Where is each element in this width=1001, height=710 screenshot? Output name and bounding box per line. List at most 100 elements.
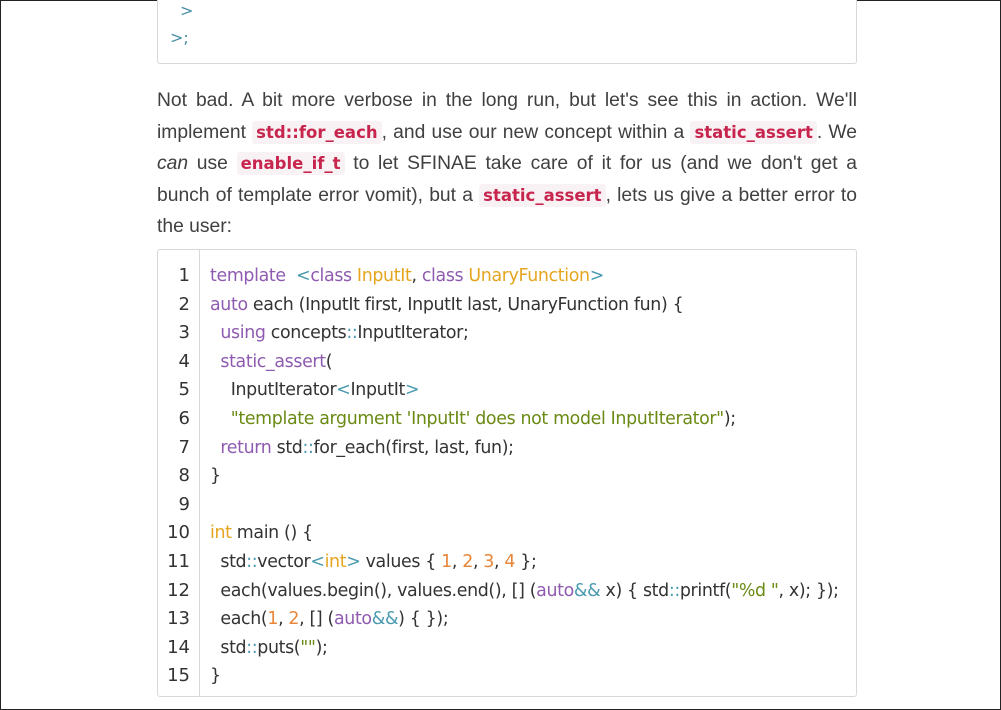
code-line: using concepts::InputIterator; — [210, 319, 856, 348]
code-line: std::vector<int> values { 1, 2, 3, 4 }; — [210, 548, 856, 577]
code-token: int — [324, 551, 347, 572]
code-token: InputIt — [356, 266, 412, 286]
code-token: "template argument 'InputIt' does not mo… — [230, 408, 724, 429]
code-token: , x); }); — [778, 580, 839, 601]
code-token: std — [271, 437, 303, 458]
code-token: auto — [210, 294, 248, 315]
inline-code: enable_if_t — [236, 152, 345, 175]
code-token: return — [220, 437, 272, 458]
code-token: InputIt — [350, 380, 406, 401]
line-number: 15 — [167, 665, 190, 687]
code-token: , — [278, 609, 289, 630]
line-number: 3 — [178, 322, 190, 344]
code-token: int — [210, 523, 232, 544]
code-token: < — [296, 266, 311, 286]
line-number: 2 — [178, 293, 190, 315]
code-token: x) { std — [600, 580, 670, 601]
code-token: InputIterator — [210, 380, 337, 401]
code-token: using — [220, 323, 266, 344]
code-content[interactable]: template <class InputIt, class UnaryFunc… — [200, 250, 856, 696]
line-number: 10 — [167, 522, 190, 544]
code-token: each (InputIt first, InputIt last, Unary… — [247, 294, 684, 315]
code-token: > — [346, 551, 361, 572]
code-token: , — [411, 266, 422, 286]
code-line: > — [180, 1, 194, 20]
code-token: :: — [346, 323, 358, 344]
line-number: 9 — [178, 493, 190, 515]
code-line: each(values.begin(), values.end(), [] (a… — [210, 577, 856, 606]
code-token: each(values.begin(), values.end(), [] ( — [210, 580, 537, 601]
code-line: auto each (InputIt first, InputIt last, … — [210, 291, 856, 320]
line-number: 7 — [178, 436, 190, 458]
code-token: && — [371, 609, 399, 630]
line-number: 8 — [178, 465, 190, 487]
code-token — [210, 409, 231, 429]
code-line: each(1, 2, [] (auto&&) { }); — [210, 605, 856, 634]
code-token: class — [421, 266, 464, 286]
code-token — [286, 266, 296, 286]
code-token: each( — [210, 609, 268, 630]
code-line: } — [210, 662, 856, 691]
code-token: 2 — [462, 551, 473, 572]
code-token: main () { — [231, 523, 313, 544]
code-token: 1 — [441, 551, 452, 572]
code-token: < — [336, 380, 351, 401]
code-line: } — [210, 462, 856, 491]
code-token: template — [210, 266, 286, 286]
code-token: std — [210, 637, 247, 658]
code-token: "" — [300, 637, 316, 658]
code-line: >; — [170, 28, 189, 47]
inline-code: static_assert — [690, 120, 817, 144]
line-number: 11 — [167, 550, 190, 572]
line-number: 5 — [178, 379, 190, 401]
code-token: static_assert — [220, 351, 326, 372]
code-token: 4 — [504, 551, 516, 572]
line-number: 1 — [178, 265, 190, 286]
code-token — [210, 323, 220, 343]
code-token: ); — [315, 637, 328, 658]
code-line: static_assert( — [210, 348, 856, 377]
code-token: } — [210, 666, 221, 687]
inline-code: std::for_each — [252, 120, 382, 144]
code-token: InputIterator; — [357, 323, 469, 344]
code-token: > — [405, 380, 420, 401]
code-token: :: — [302, 437, 314, 458]
code-line — [210, 491, 856, 520]
code-line: return std::for_each(first, last, fun); — [210, 434, 856, 463]
code-token: 2 — [288, 609, 300, 630]
code-token: auto — [333, 609, 372, 630]
code-token: std — [210, 551, 247, 572]
code-token: , [] ( — [299, 609, 334, 630]
code-token: < — [310, 551, 325, 572]
code-token: 3 — [483, 551, 495, 572]
code-token: && — [573, 580, 601, 601]
code-token: "%d " — [731, 580, 779, 601]
code-token: ); — [723, 408, 736, 429]
code-line: "template argument 'InputIt' does not mo… — [210, 405, 856, 434]
code-token: UnaryFunction — [468, 266, 590, 286]
inline-code: static_assert — [479, 183, 606, 207]
body-paragraph: Not bad. A bit more verbose in the long … — [157, 90, 857, 237]
line-number: 12 — [167, 579, 190, 601]
emphasis: can — [157, 153, 189, 174]
code-token: values { — [360, 551, 442, 572]
code-token: for_each(first, last, fun); — [313, 437, 515, 458]
code-token — [210, 352, 220, 372]
code-token: :: — [668, 580, 680, 601]
code-token: auto — [536, 580, 574, 601]
code-line: template <class InputIt, class UnaryFunc… — [210, 262, 856, 291]
code-block-previous: > >; — [157, 0, 857, 64]
code-token: , — [451, 551, 463, 572]
code-line: int main () { — [210, 519, 856, 548]
code-token: vector — [257, 551, 311, 572]
code-token: 1 — [267, 609, 279, 630]
code-line: std::puts(""); — [210, 634, 856, 663]
code-token: class — [310, 266, 352, 286]
code-token: ) { }); — [398, 609, 449, 630]
code-token: , — [494, 551, 505, 572]
code-token: :: — [246, 637, 258, 658]
code-token: ( — [325, 351, 333, 372]
code-token: concepts — [265, 323, 347, 344]
code-token: puts( — [257, 637, 301, 658]
